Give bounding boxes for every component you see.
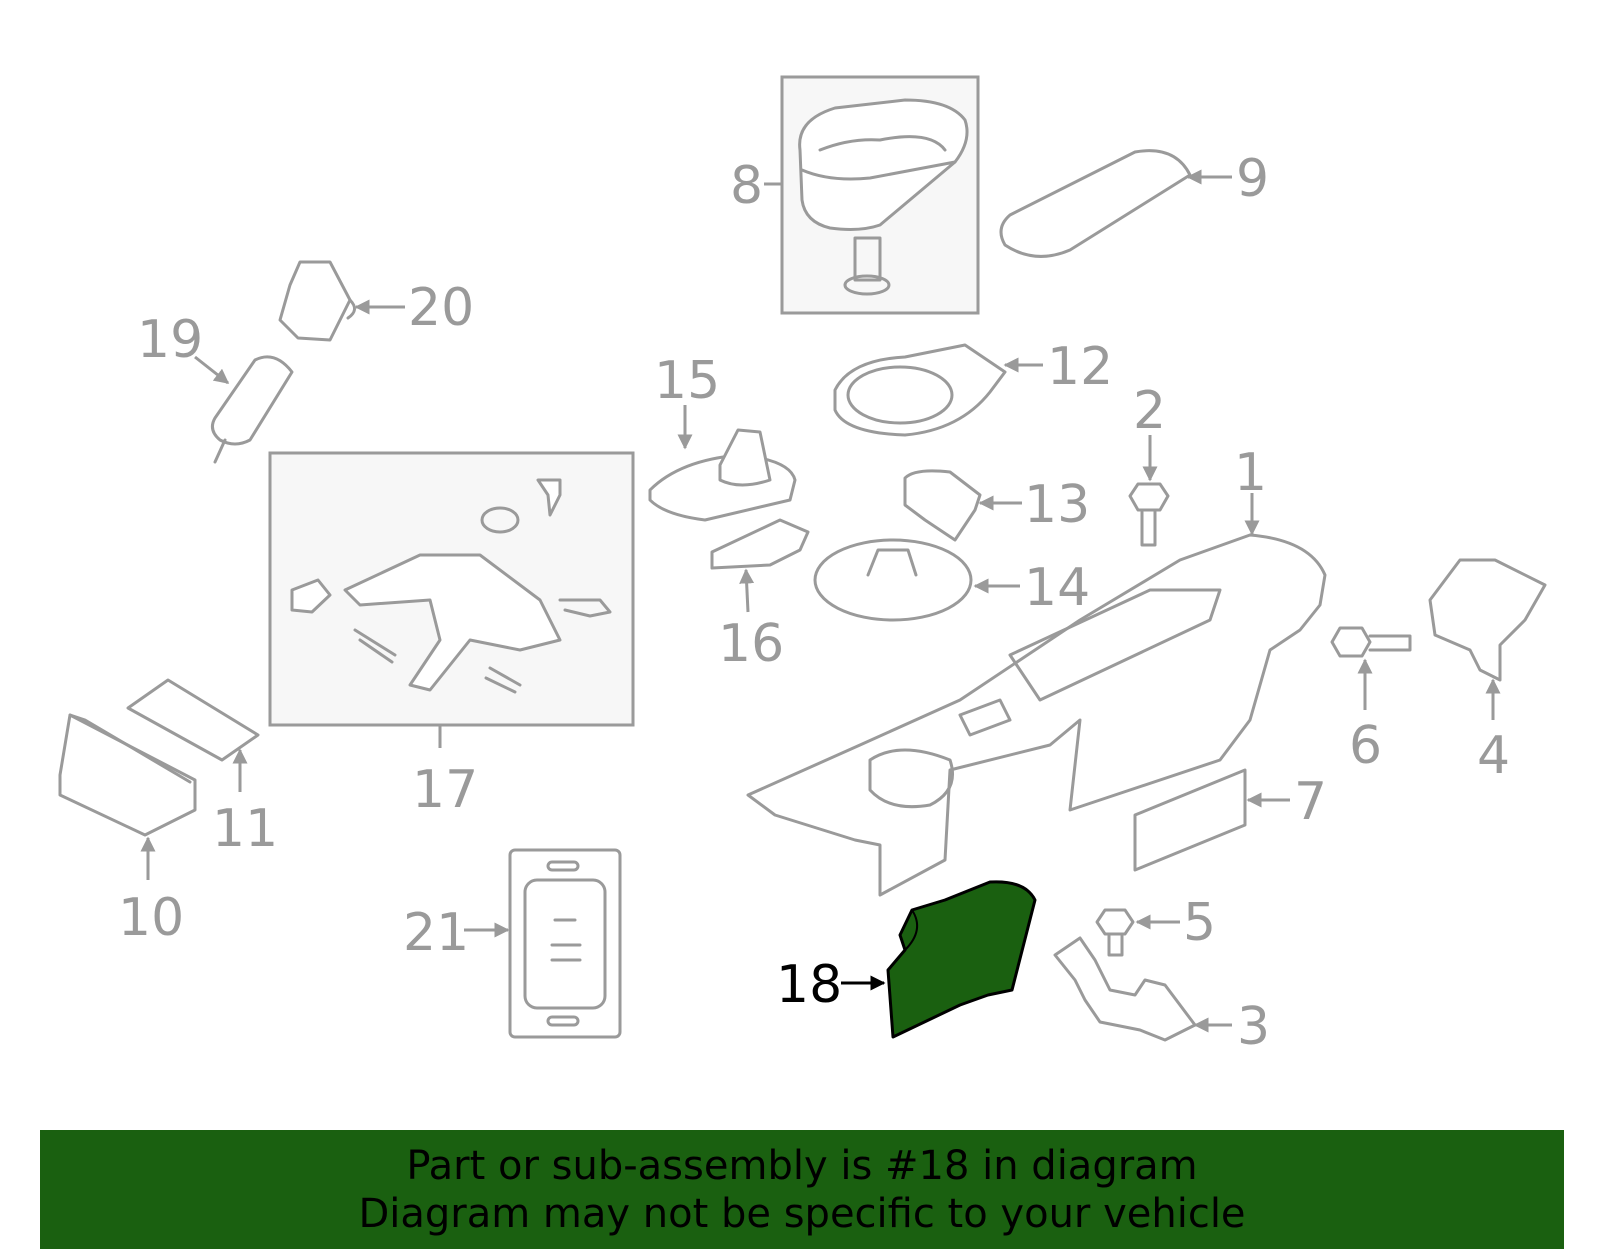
part-7-pad — [1133, 768, 1247, 872]
info-banner: Part or sub-assembly is #18 in diagram D… — [40, 1130, 1564, 1249]
part-21-seat-heater-switch — [508, 848, 622, 1039]
callout-14: 14 — [1024, 558, 1090, 618]
callout-5: 5 — [1183, 893, 1216, 953]
callout-4: 4 — [1477, 726, 1510, 786]
part-3-bracket — [1053, 936, 1197, 1042]
callout-6: 6 — [1349, 716, 1382, 776]
callout-16: 16 — [718, 614, 784, 674]
callout-15: 15 — [654, 351, 720, 411]
callout-7: 7 — [1294, 772, 1327, 832]
callout-18: 18 — [776, 955, 842, 1015]
banner-line-2: Diagram may not be specific to your vehi… — [358, 1191, 1246, 1237]
part-14-trim-ring — [813, 538, 973, 622]
leader-lines — [140, 169, 1501, 1033]
callout-11: 11 — [212, 799, 278, 859]
part-9-pad — [999, 149, 1192, 258]
part-19-lighter — [210, 355, 294, 464]
part-8-cup-holder-box — [780, 75, 980, 315]
callout-9: 9 — [1236, 149, 1269, 209]
banner-line-1: Part or sub-assembly is #18 in diagram — [406, 1143, 1198, 1189]
callout-1: 1 — [1234, 443, 1267, 503]
callout-8: 8 — [730, 156, 763, 216]
part-15-shift-boot — [648, 428, 797, 522]
callout-10: 10 — [118, 888, 184, 948]
callout-13: 13 — [1024, 475, 1090, 535]
part-6-bolt — [1330, 626, 1412, 658]
callout-17: 17 — [412, 760, 478, 820]
callout-21: 21 — [403, 903, 469, 963]
callout-3: 3 — [1237, 997, 1270, 1057]
part-20-socket — [278, 260, 356, 342]
part-5-bolt — [1095, 908, 1135, 957]
callout-2: 2 — [1133, 381, 1166, 441]
part-16-trim — [710, 518, 810, 570]
part-18-highlighted[interactable] — [886, 880, 1037, 1039]
callout-12: 12 — [1047, 337, 1113, 397]
part-10-box — [58, 713, 197, 837]
part-13-bracket — [903, 469, 982, 542]
part-12-bezel — [833, 343, 1007, 437]
part-11-pad — [126, 678, 260, 762]
part-4-bracket — [1428, 558, 1547, 682]
callout-19: 19 — [137, 310, 203, 370]
callout-labels: 1 2 3 4 5 6 7 8 9 10 11 12 13 14 15 16 1… — [118, 149, 1510, 1057]
part-2-bolt — [1128, 482, 1170, 547]
callout-20: 20 — [408, 278, 474, 338]
part-17-shifter-box — [268, 451, 635, 727]
